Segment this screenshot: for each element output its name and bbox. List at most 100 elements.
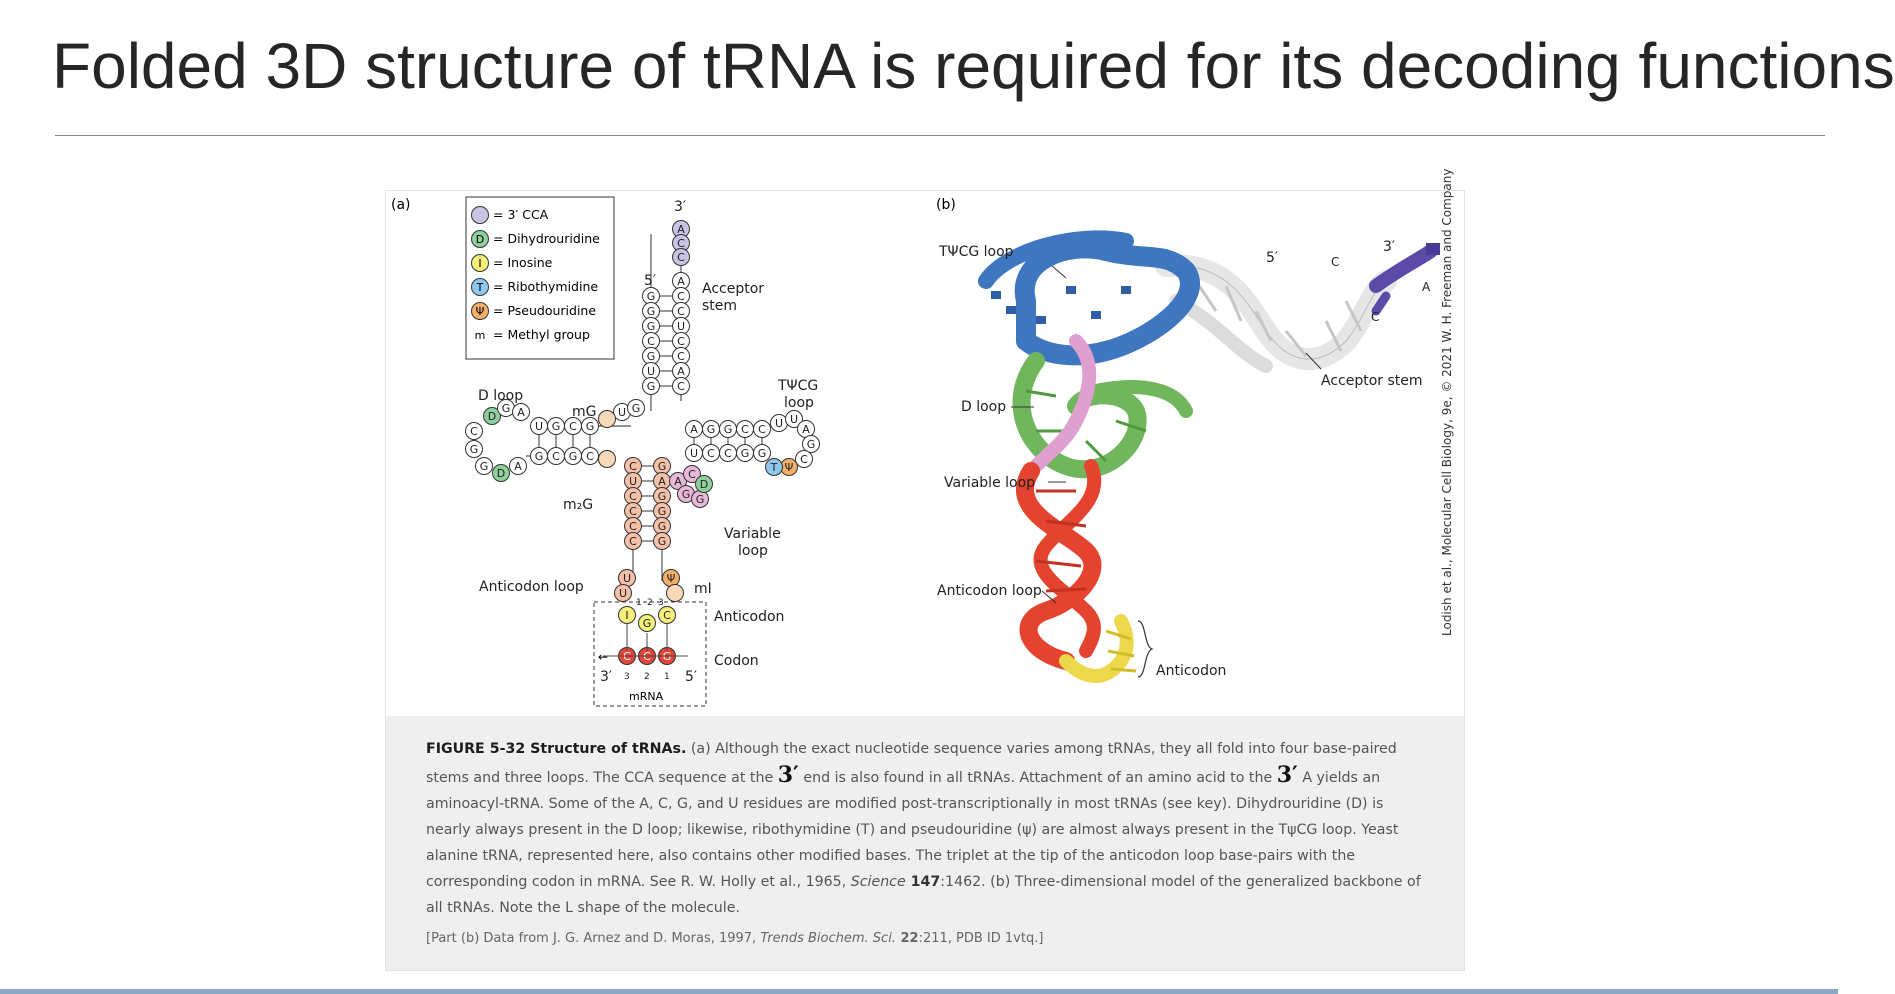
acceptor-base: G <box>642 347 660 365</box>
d-loop-base: A <box>509 457 527 475</box>
caption-part-1: (a) Although the exact nucleotide sequen… <box>426 741 1397 786</box>
key-symbol: Ψ <box>476 305 485 318</box>
position-2: 2 <box>644 672 650 682</box>
t-arm-base: C <box>736 420 754 438</box>
nucleotide-letter: G <box>480 460 489 473</box>
anticodon-loop-base: U <box>614 584 632 602</box>
figure-credit: Lodish et al., Molecular Cell Biology, 9… <box>1440 169 1458 636</box>
d-arm-base: G <box>581 417 599 435</box>
caption-three-prime-1: 3′ <box>777 762 799 788</box>
m2g-label: m₂G <box>563 497 593 513</box>
nucleotide-letter: A <box>677 365 685 378</box>
d-loop-base: A <box>512 403 530 421</box>
t-arm-base: G <box>702 420 720 438</box>
loop-position-2: 2 <box>647 598 653 608</box>
caption-heading: FIGURE 5-32 Structure of tRNAs. <box>426 741 687 757</box>
d-arm-base: C <box>564 417 582 435</box>
c-label-1: C <box>1331 255 1339 269</box>
d-loop-label-b: D loop <box>961 399 1006 415</box>
t-arm-base: C <box>702 444 720 462</box>
nucleotide-letter: C <box>677 335 685 348</box>
mrna-five-prime: 5′ <box>685 669 697 685</box>
acceptor-base: U <box>672 317 690 335</box>
anticodon-stem-base: G <box>653 532 671 550</box>
anticodon-loop-label-b: Anticodon loop <box>937 583 1042 599</box>
nucleotide-letter: G <box>552 420 561 433</box>
anticodon-base: G <box>638 614 656 632</box>
caption-body: FIGURE 5-32 Structure of tRNAs. (a) Alth… <box>426 736 1424 921</box>
nucleotide-letter: G <box>758 447 767 460</box>
mrna-three-prime: 3′ <box>600 669 612 685</box>
nucleotide-letter: D <box>700 478 708 491</box>
mg-label: mG <box>572 404 597 420</box>
acceptor-base: G <box>642 377 660 395</box>
t-loop-base: G <box>802 435 820 453</box>
nucleotide-letter: G <box>696 493 705 506</box>
tpsicg-label-2: loop <box>784 395 814 411</box>
cca-base: C <box>672 248 690 266</box>
nucleotide-letter: G <box>807 438 816 451</box>
acceptor-base: G <box>642 302 660 320</box>
acceptor-stem-label-b: Acceptor stem <box>1321 373 1423 389</box>
d-loop-label: D loop <box>478 388 523 404</box>
key-symbol: m <box>475 329 486 342</box>
mi-label: mI <box>694 581 712 597</box>
anticodon-loop-base: Ψ <box>662 569 680 587</box>
nucleotide-letter: G <box>502 402 511 415</box>
acceptor-stem-label-1: Acceptor <box>702 281 764 297</box>
source-prefix: [Part (b) Data from J. G. Arnez and D. M… <box>426 931 761 946</box>
nucleotide-letter: C <box>677 251 685 264</box>
anticodon-base: C <box>658 606 676 624</box>
panel-b-label: (b) <box>936 197 956 213</box>
t-arm-base: U <box>685 444 703 462</box>
cca-base: C <box>672 234 690 252</box>
m2g-base <box>598 450 616 468</box>
trna-3d-model <box>978 230 1440 683</box>
variable-loop-label-1: Variable <box>724 526 781 542</box>
d-arm-base: U <box>530 417 548 435</box>
nucleotide-letter: A <box>674 475 682 488</box>
anticodon-stem-base: U <box>624 472 642 490</box>
a-label: A <box>1422 280 1431 294</box>
loop-position-3: 3 <box>658 598 664 608</box>
anticodon-stem-base: C <box>624 487 642 505</box>
d-arm-base: C <box>547 447 565 465</box>
nucleotide-letter: G <box>658 535 667 548</box>
nucleotide-letter: C <box>724 447 732 460</box>
caption-journal: Science <box>850 874 906 890</box>
acceptor-base: G <box>642 317 660 335</box>
junction-base: G <box>627 399 645 417</box>
nucleotide-letter: U <box>618 406 626 419</box>
nucleotide-letter: C <box>552 450 560 463</box>
nucleotide-letter: U <box>535 420 543 433</box>
acceptor-base: G <box>642 287 660 305</box>
nucleotide-letter: A <box>677 275 685 288</box>
caption-part-4: :1462. (b) Three-dimensional model of th… <box>426 874 1421 916</box>
nucleotide-letter: G <box>707 423 716 436</box>
nucleotide-letter: A <box>802 423 810 436</box>
mrna-arrow: ← <box>598 650 608 664</box>
caption-part-2: end is also found in all tRNAs. Attachme… <box>798 770 1277 786</box>
nucleotide-letter: C <box>629 460 637 473</box>
acceptor-base: C <box>672 287 690 305</box>
t-loop-base: T <box>765 458 783 476</box>
key-text: = Inosine <box>493 255 553 270</box>
tpsicg-loop-label-b: TΨCG loop <box>938 244 1014 260</box>
nucleotide-letter: D <box>497 467 505 480</box>
mi-base <box>666 584 684 602</box>
anticodon-loop-base: U <box>618 569 636 587</box>
t-arm-base: G <box>753 444 771 462</box>
acceptor-five-prime: 5′ <box>644 273 656 289</box>
t-loop-base: A <box>797 420 815 438</box>
variable-loop-label-2: loop <box>738 543 768 559</box>
nucleotide-letter: C <box>758 423 766 436</box>
d-loop-base: D <box>492 464 510 482</box>
nucleotide-letter: G <box>647 305 656 318</box>
key-text: = Methyl group <box>493 327 590 342</box>
loop-position-1: 1 <box>636 598 642 608</box>
acceptor-base: C <box>672 347 690 365</box>
caption-part-3: A yields an aminoacyl-tRNA. Some of the … <box>426 770 1399 890</box>
